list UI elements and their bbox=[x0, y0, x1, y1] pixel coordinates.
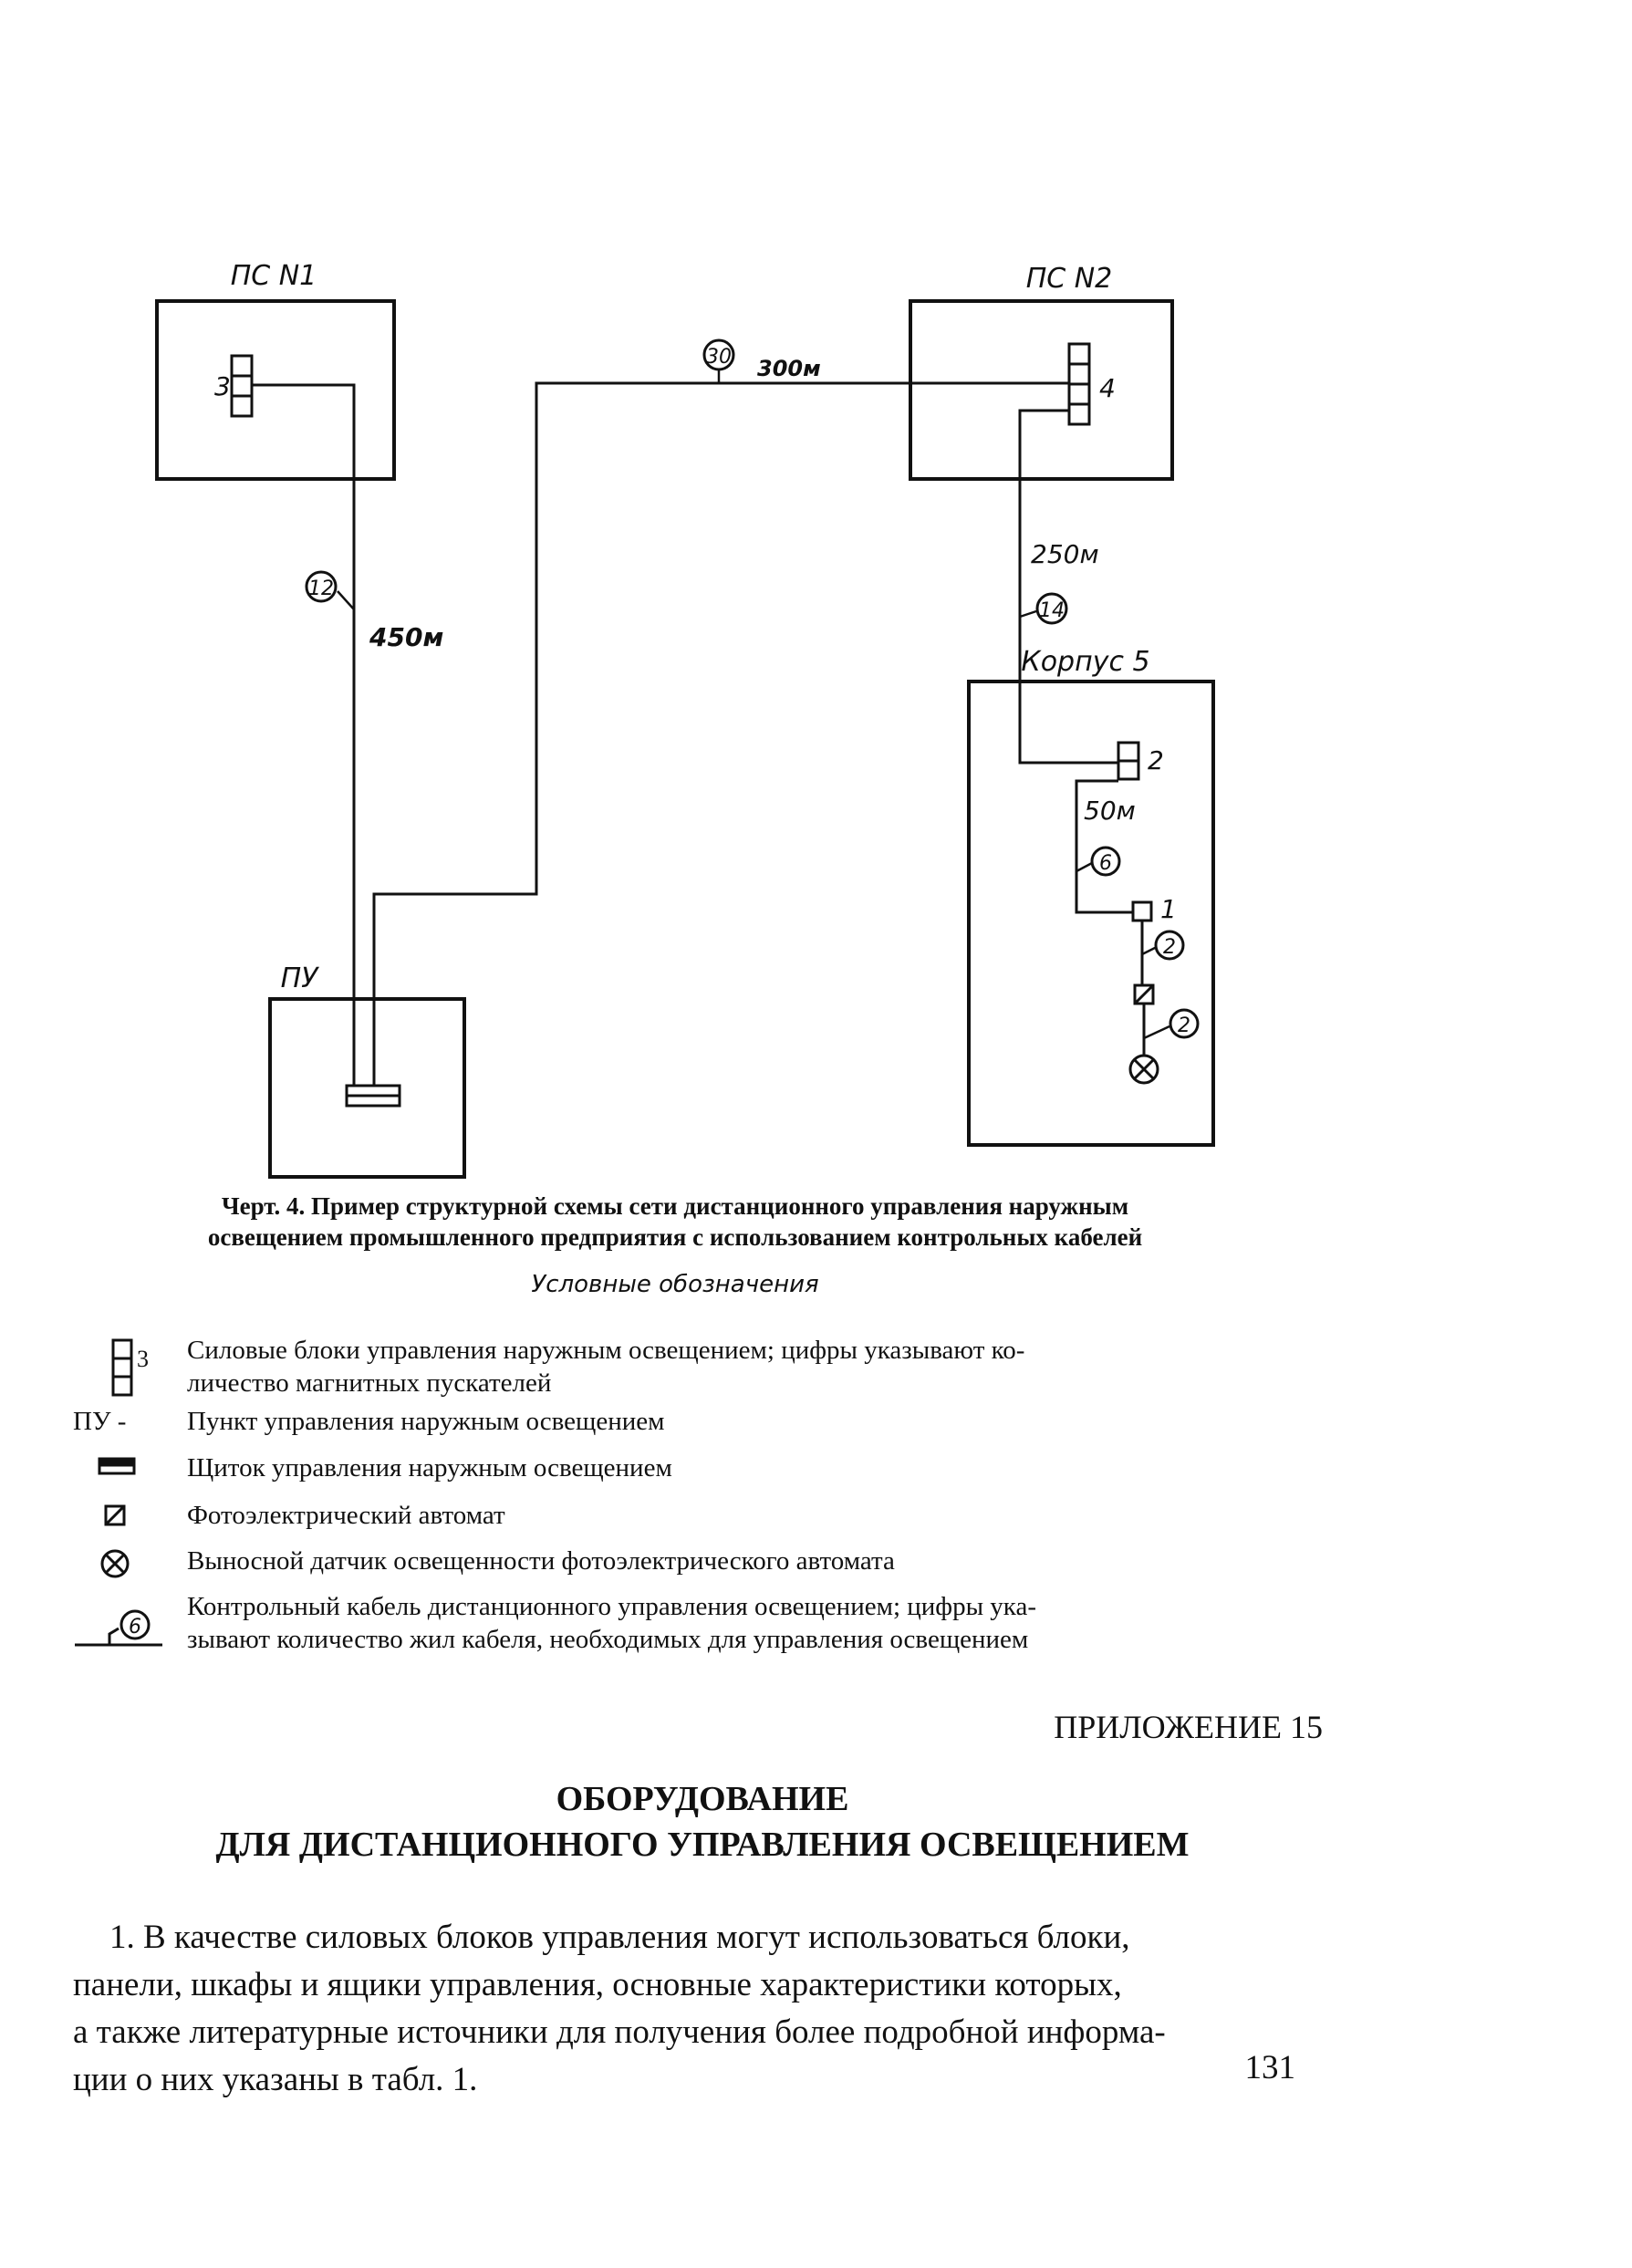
paragraph-line-3: а также литературные источники для получ… bbox=[73, 2013, 1166, 2051]
legend-text-6b: зывают количество жил кабеля, необходимы… bbox=[187, 1625, 1029, 1654]
pu-box bbox=[268, 997, 466, 1179]
cable-marker-30: 30 bbox=[702, 338, 735, 371]
psn2-power-block bbox=[1067, 342, 1091, 426]
korpus5-box bbox=[967, 680, 1215, 1147]
photo-automat bbox=[1133, 983, 1155, 1005]
label-block-4: 4 bbox=[1099, 373, 1116, 403]
page-number: 131 bbox=[1244, 2049, 1296, 2086]
paragraph-line-2: панели, шкафы и ящики управления, основн… bbox=[73, 1966, 1122, 2003]
label-block-2: 2 bbox=[1148, 745, 1164, 775]
label-pu: ПУ bbox=[281, 962, 320, 994]
psn2-box bbox=[909, 299, 1174, 481]
korpus5-power-block bbox=[1117, 741, 1140, 781]
pu-panel bbox=[345, 1084, 401, 1108]
figure-caption: Черт. 4. Пример структурной схемы сети д… bbox=[36, 1191, 1314, 1253]
legend-cable-number: 6 bbox=[129, 1616, 141, 1639]
cable-marker-6: 6 bbox=[1090, 846, 1121, 877]
legend-text-1b: личество магнитных пускателей bbox=[187, 1368, 552, 1398]
legend-item-cable: Контрольный кабель дистанционного управл… bbox=[187, 1590, 1318, 1656]
label-300m: 300м bbox=[757, 356, 821, 381]
legend-photo-automat-icon bbox=[104, 1504, 126, 1526]
cable-marker-12: 12 bbox=[305, 570, 338, 603]
label-block-1: 1 bbox=[1160, 894, 1177, 924]
legend-text-pu: Пункт управления наружным освещением bbox=[187, 1407, 665, 1436]
cable-marker-2b: 2 bbox=[1169, 1008, 1200, 1039]
label-korpus5: Корпус 5 bbox=[1021, 646, 1149, 678]
label-psn1: ПС N1 bbox=[231, 260, 317, 292]
marker-14-text: 14 bbox=[1039, 599, 1065, 622]
cable-marker-14: 14 bbox=[1035, 592, 1068, 625]
legend-text-sensor: Выносной датчик освещенности фотоэлектри… bbox=[187, 1546, 895, 1576]
label-block-3: 3 bbox=[214, 371, 231, 401]
legend-power-block-number: 3 bbox=[137, 1346, 149, 1372]
block-1 bbox=[1131, 900, 1153, 922]
marker-30-text: 30 bbox=[706, 346, 732, 369]
marker-2a-text: 2 bbox=[1163, 936, 1176, 959]
marker-12-text: 12 bbox=[308, 577, 334, 600]
caption-line-1: Черт. 4. Пример структурной схемы сети д… bbox=[221, 1192, 1129, 1220]
legend-text-1a: Силовые блоки управления наружным освеще… bbox=[187, 1336, 1025, 1365]
body-paragraph: 1. В качестве силовых блоков управления … bbox=[73, 1914, 1314, 2104]
legend-text-panel: Щиток управления наружным освещением bbox=[187, 1453, 672, 1483]
legend-sensor-icon bbox=[100, 1549, 130, 1578]
paragraph-line-1-text: 1. В качестве силовых блоков управления … bbox=[109, 1919, 1130, 1956]
caption-line-2: освещением промышленного предприятия с и… bbox=[207, 1223, 1143, 1251]
legend-text-photo-automat: Фотоэлектрический автомат bbox=[187, 1501, 505, 1530]
legend-pu-symbol: ПУ - bbox=[73, 1407, 127, 1436]
legend-title: Условные обозначения bbox=[531, 1271, 819, 1298]
appendix-label: ПРИЛОЖЕНИЕ 15 bbox=[1054, 1709, 1323, 1745]
heading-line-2: ДЛЯ ДИСТАНЦИОННОГО УПРАВЛЕНИЯ ОСВЕЩЕНИЕМ bbox=[215, 1826, 1190, 1864]
label-250m: 250м bbox=[1031, 539, 1099, 569]
paragraph-line-4: ции о них указаны в табл. 1. bbox=[73, 2061, 478, 2098]
marker-2b-text: 2 bbox=[1178, 1014, 1190, 1037]
legend-cable-icon: 6 bbox=[75, 1609, 162, 1647]
label-psn2: ПС N2 bbox=[1026, 263, 1113, 295]
heading-line-1: ОБОРУДОВАНИЕ bbox=[556, 1780, 849, 1818]
network-diagram: 12 30 14 6 2 2 ПС N1 ПС N2 Корпус 5 ПУ bbox=[155, 260, 1215, 1179]
legend-item-power-block: Силовые блоки управления наружным освеще… bbox=[187, 1334, 1318, 1399]
paragraph-line-1: 1. В качестве силовых блоков управления … bbox=[73, 1914, 1314, 1961]
cable-lines bbox=[252, 381, 1146, 1086]
legend-text-6a: Контрольный кабель дистанционного управл… bbox=[187, 1592, 1036, 1621]
legend-panel-icon bbox=[98, 1457, 136, 1475]
legend-power-block-icon bbox=[111, 1338, 133, 1397]
label-50m: 50м bbox=[1084, 796, 1136, 826]
light-sensor bbox=[1128, 1054, 1159, 1085]
marker-6-text: 6 bbox=[1099, 852, 1112, 875]
label-450m: 450м bbox=[369, 622, 443, 652]
cable-marker-2a: 2 bbox=[1154, 930, 1185, 961]
psn1-power-block bbox=[230, 354, 254, 418]
psn1-box bbox=[155, 299, 396, 481]
